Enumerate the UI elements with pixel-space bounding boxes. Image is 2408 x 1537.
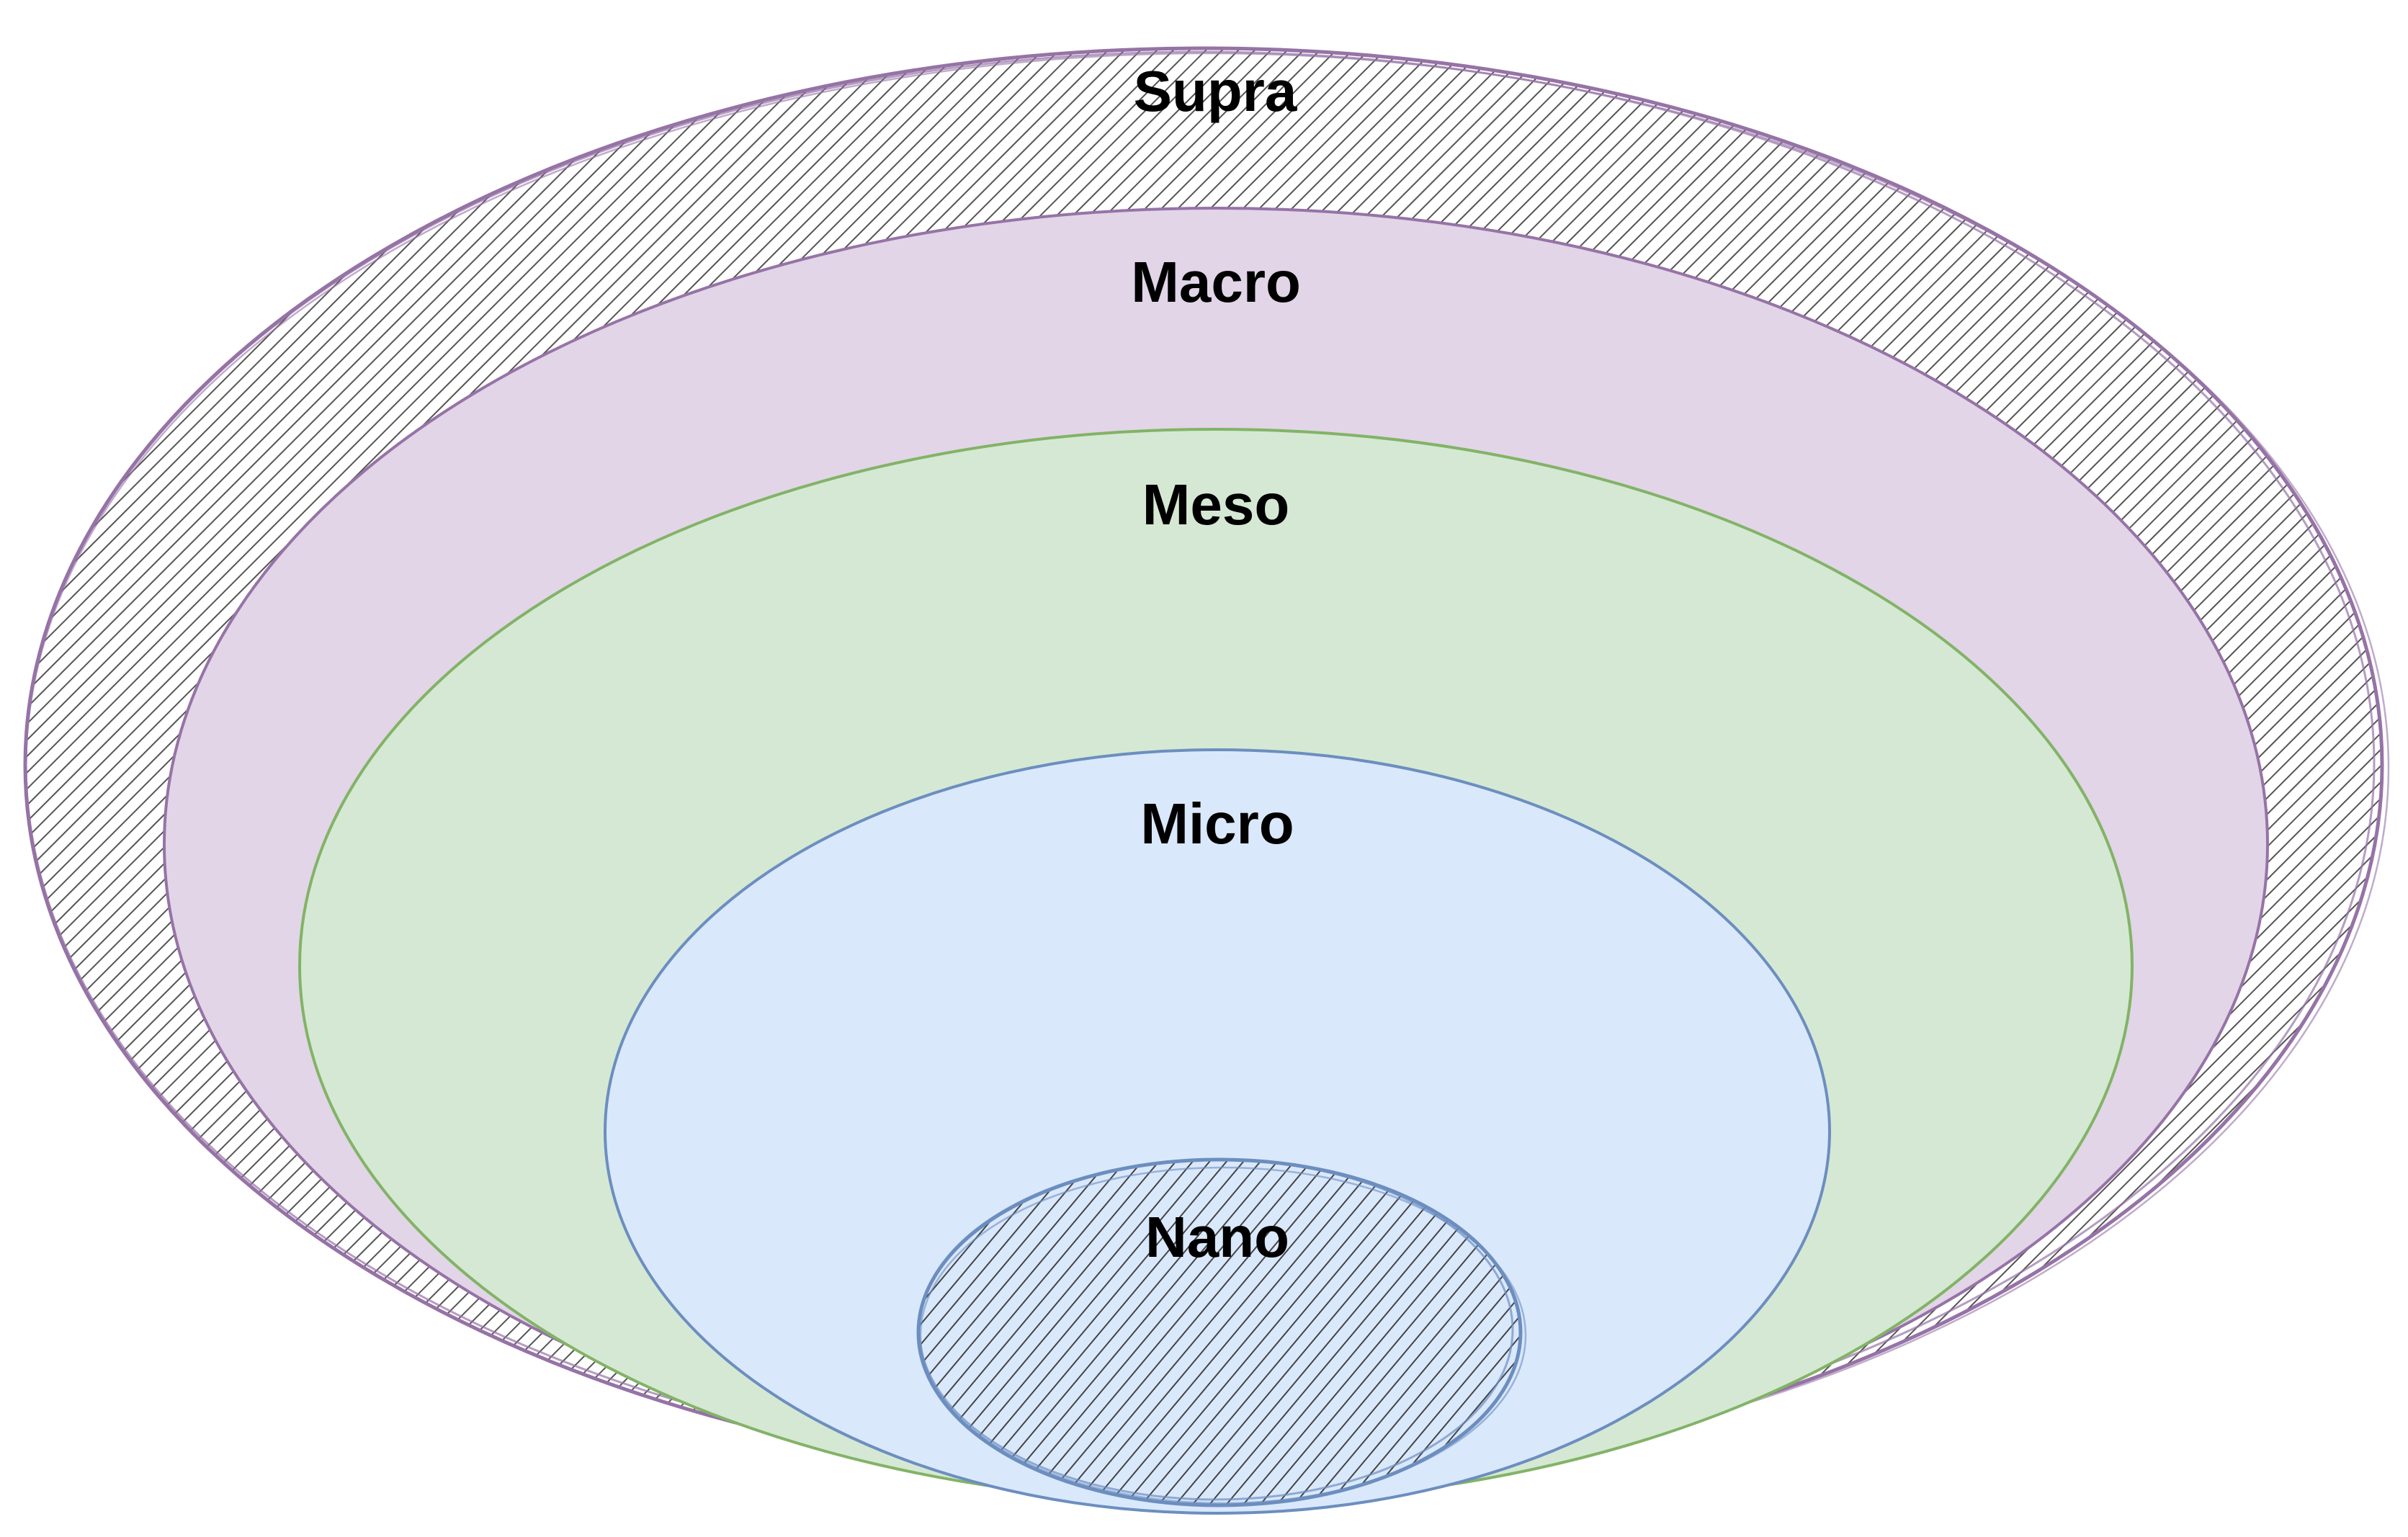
micro-ellipse bbox=[604, 748, 1831, 1515]
nano-sketch-stroke-2 bbox=[919, 1166, 1527, 1505]
supra-label: Supra bbox=[1134, 59, 1297, 123]
macro-label: Macro bbox=[1131, 250, 1301, 314]
micro-level: Micro bbox=[604, 748, 1831, 1515]
meso-label: Meso bbox=[1142, 472, 1290, 537]
nano-label: Nano bbox=[1145, 1205, 1289, 1269]
nano-level: Nano bbox=[916, 1157, 1527, 1507]
micro-label: Micro bbox=[1140, 792, 1294, 856]
nano-sketch-stroke bbox=[918, 1158, 1514, 1501]
